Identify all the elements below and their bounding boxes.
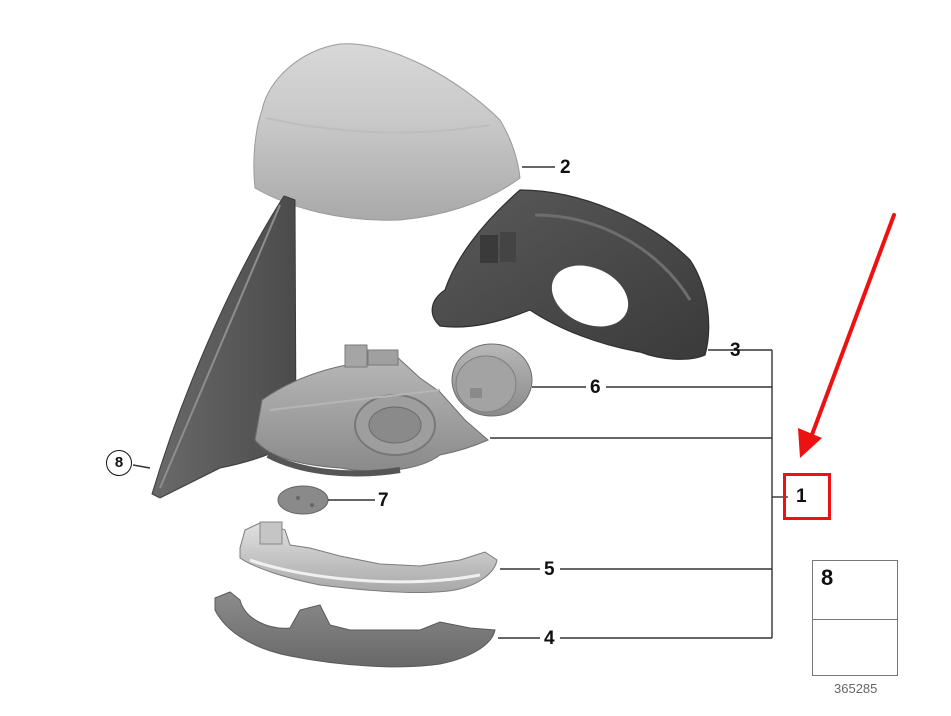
part-3-housing-frame[interactable] xyxy=(431,189,710,360)
part-7-cover-plate[interactable] xyxy=(277,485,329,515)
part-2-mirror-cap[interactable] xyxy=(253,43,521,221)
callout-8-circled[interactable]: 8 xyxy=(106,450,132,476)
callout-1[interactable]: 1 xyxy=(796,486,807,507)
part-5-turn-signal[interactable] xyxy=(239,521,498,593)
fastener-legend-box: 8 xyxy=(812,560,898,676)
diagram-number: 365285 xyxy=(834,681,878,696)
part-1-bracket-assembly[interactable] xyxy=(254,344,489,477)
callout-5[interactable]: 5 xyxy=(544,559,555,580)
callout-7[interactable]: 7 xyxy=(378,490,389,511)
leader-lines xyxy=(132,166,788,639)
callout-4[interactable]: 4 xyxy=(544,628,555,649)
callout-2[interactable]: 2 xyxy=(560,157,571,178)
legend-screw-cell: 8 xyxy=(813,561,897,620)
callout-3[interactable]: 3 xyxy=(730,340,741,361)
part-4-lower-trim[interactable] xyxy=(214,591,496,668)
legend-number: 8 xyxy=(821,565,834,590)
part-6-adjustment-motor[interactable] xyxy=(451,343,533,417)
callout-6[interactable]: 6 xyxy=(590,377,601,398)
highlight-box-callout-1 xyxy=(783,473,831,520)
red-annotation-arrow xyxy=(798,213,896,458)
